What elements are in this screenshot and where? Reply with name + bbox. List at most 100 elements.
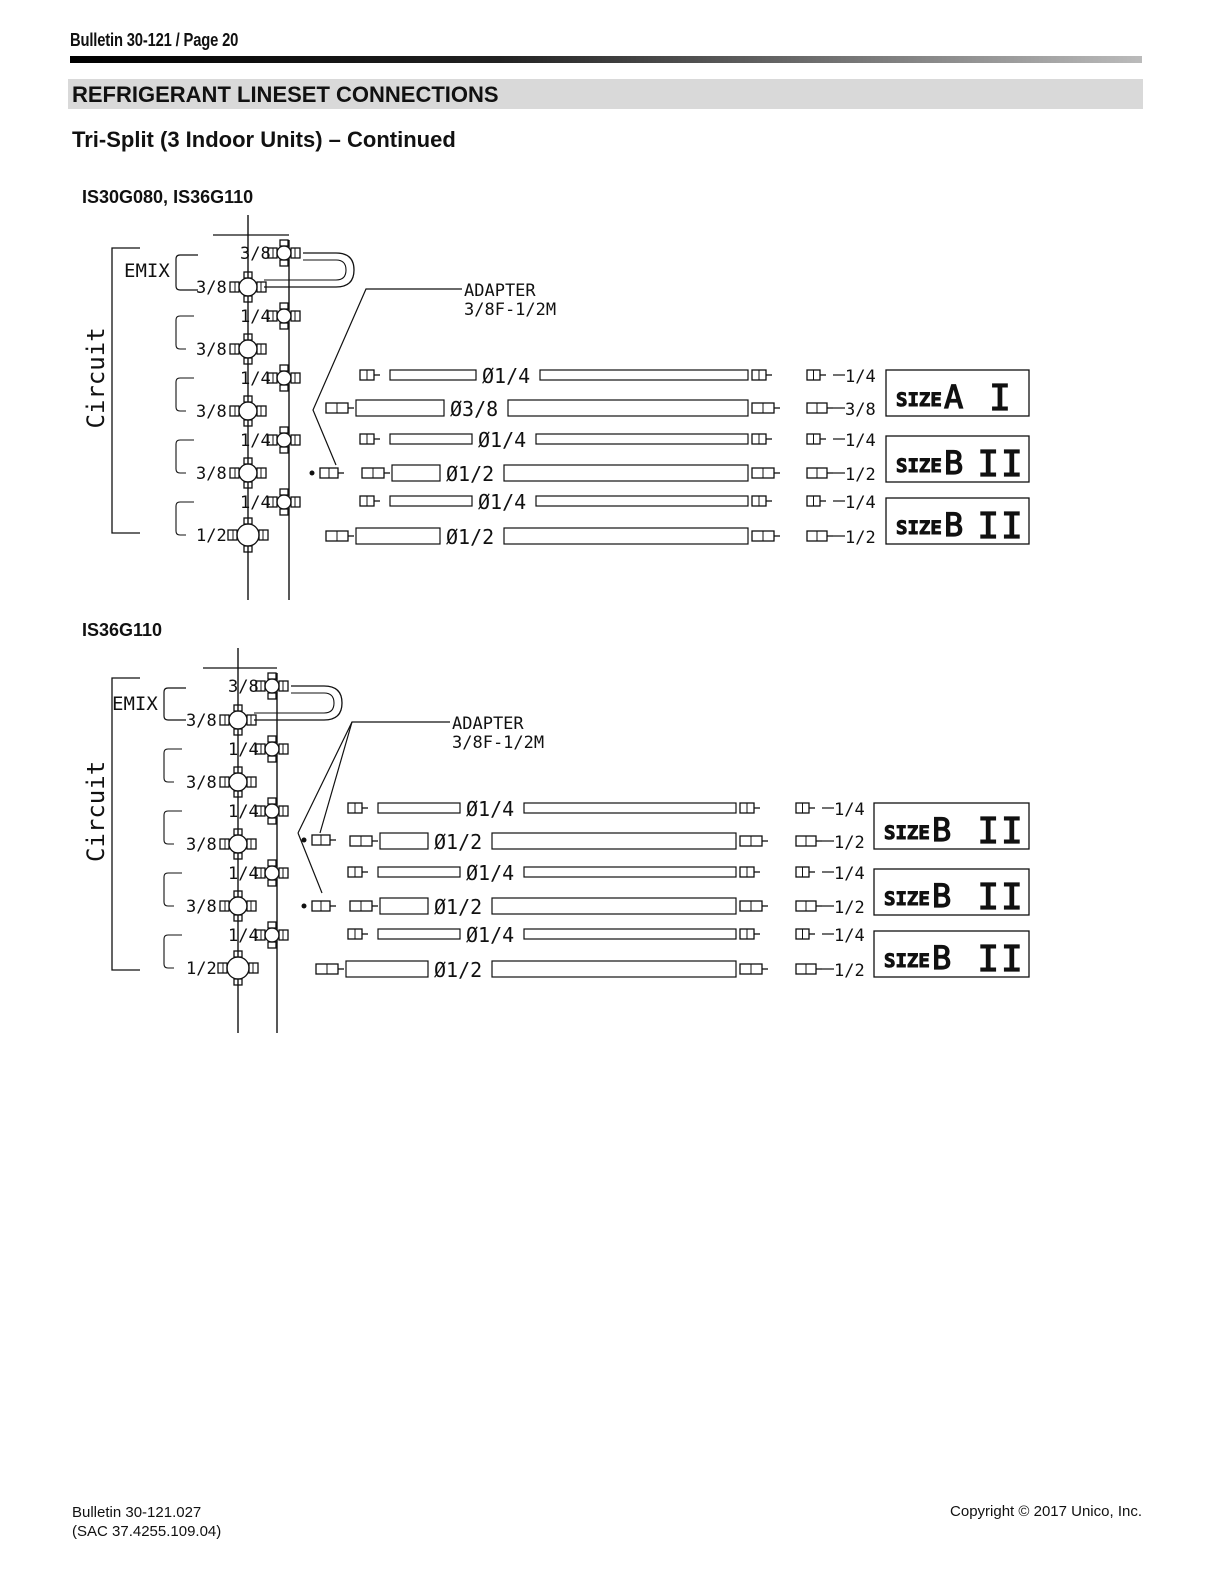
d1-line-pipe-a-5: [389, 495, 473, 507]
d2-unit-end-label-6: 1/2: [834, 961, 865, 981]
d2-line-start-fitting-1: [347, 802, 368, 814]
d2-line-diameter-6: Ø1/2: [434, 958, 482, 982]
d2-unit-box-3: [873, 930, 1030, 978]
d1-line-start-fitting-2: [325, 402, 354, 414]
d1-unit-end-label-2: 3/8: [845, 400, 876, 420]
d1-unit-roman-3: II: [977, 506, 1024, 547]
subtitle: Tri-Split (3 Indoor Units) – Continued: [72, 127, 456, 152]
d2-unit-roman-3: II: [977, 939, 1024, 980]
d1-line-diameter-6: Ø1/2: [446, 525, 494, 549]
d2-line-diameter-3: Ø1/4: [466, 861, 514, 885]
d1-port-valve-2: [229, 271, 267, 303]
d2-line-pipe-a-2: [379, 832, 429, 850]
d2-line-end-fitting-5: [739, 928, 760, 940]
d2-port-valve-7: [255, 859, 289, 887]
d1-port-valve-4: [229, 333, 267, 365]
d2-circuit-group-bracket-2: [163, 810, 182, 845]
d2-line-end-fitting-1: [739, 802, 760, 814]
model-label-2: IS36G110: [82, 620, 163, 640]
d1-adapter-fitting-1: [319, 467, 344, 479]
d1-port-label-10: 1/2: [196, 526, 227, 546]
d2-port-label-5: 1/4: [228, 802, 259, 822]
d1-unit-roman-2: II: [977, 444, 1024, 485]
d1-line-start-fitting-1: [359, 369, 380, 381]
d1-line-pipe-b-3: [535, 433, 749, 445]
d1-line-start-fitting-3: [359, 433, 380, 445]
d1-line-pipe-a-1: [389, 369, 477, 381]
d2-line-pipe-a-1: [377, 802, 461, 814]
d2-unit-box-2: [873, 868, 1030, 916]
d2-emix-loop: [254, 685, 343, 721]
d1-port-valve-3: [267, 302, 301, 330]
d2-line-pipe-b-2: [491, 832, 737, 850]
d1-line-end-fitting-4: [751, 467, 780, 479]
model-label-1: IS30G080, IS36G110: [82, 187, 254, 207]
d2-adapter-leader-1: [297, 721, 450, 834]
d2-line-diameter-2: Ø1/2: [434, 830, 482, 854]
d2-port-valve-2: [219, 704, 257, 736]
d1-emix-loop: [264, 252, 355, 288]
d2-unit-roman-2: II: [977, 877, 1024, 918]
d2-circuit-group-bracket-4: [163, 934, 182, 969]
d1-emix-label: EMIX: [124, 260, 170, 282]
d1-port-label-2: 3/8: [196, 278, 227, 298]
d2-unit-size-word-1: SIZE: [884, 822, 930, 844]
d1-adapter-leader-1: [312, 288, 462, 466]
d2-unit-end-label-5: 1/4: [834, 926, 865, 946]
d2-port-valve-5: [255, 797, 289, 825]
d2-emix-loop-inner: [254, 692, 335, 714]
section-title: REFRIGERANT LINESET CONNECTIONS: [72, 82, 499, 107]
d1-line-start-fitting-6: [325, 530, 354, 542]
d1-unit-fitting-3: [806, 433, 826, 445]
d1-line-pipe-a-4: [391, 464, 441, 482]
d2-line-pipe-b-1: [523, 802, 737, 814]
d1-adapter-spec: 3/8F-1/2M: [464, 300, 556, 320]
d2-emix-bracket: [163, 687, 186, 721]
d1-port-label-7: 1/4: [240, 431, 271, 451]
d2-line-pipe-a-5: [377, 928, 461, 940]
d2-unit-end-label-2: 1/2: [834, 833, 865, 853]
d2-circuit-label: Circuit: [82, 761, 110, 862]
d2-port-valve-3: [255, 735, 289, 763]
d2-unit-fitting-6: [795, 963, 822, 975]
d2-unit-end-label-1: 1/4: [834, 800, 865, 820]
d2-unit-fitting-3: [795, 866, 815, 878]
d2-unit-roman-1: II: [977, 811, 1024, 852]
d1-line-diameter-3: Ø1/4: [478, 428, 526, 452]
d2-adapter-fitting-1: [311, 834, 336, 846]
d2-emix-label: EMIX: [112, 693, 158, 715]
d1-unit-roman-1: I: [989, 378, 1013, 419]
d2-unit-fitting-5: [795, 928, 815, 940]
d2-adapter-dot-2: [301, 903, 307, 909]
d1-line-end-fitting-3: [751, 433, 772, 445]
d1-line-end-fitting-2: [751, 402, 780, 414]
d2-line-pipe-b-4: [491, 897, 737, 915]
d2-unit-fitting-2: [795, 835, 822, 847]
d1-unit-size-word-2: SIZE: [896, 455, 942, 477]
d2-circuit-bracket: [111, 677, 140, 971]
d2-port-valve-10: [217, 950, 259, 986]
d1-emix-loop-inner: [264, 259, 347, 281]
d2-line-pipe-b-5: [523, 928, 737, 940]
d1-port-label-8: 3/8: [196, 464, 227, 484]
d2-line-pipe-a-3: [377, 866, 461, 878]
d2-port-valve-9: [255, 921, 289, 949]
lineset-diagram-2: CircuitEMIX3/83/81/43/81/43/81/43/81/41/…: [82, 648, 1030, 1033]
d2-line-start-fitting-6: [315, 963, 344, 975]
d2-port-label-8: 3/8: [186, 897, 217, 917]
d1-line-end-fitting-1: [751, 369, 772, 381]
d1-circuit-group-bracket-2: [175, 377, 194, 412]
d2-line-pipe-b-6: [491, 960, 737, 978]
d2-port-valve-8: [219, 890, 257, 922]
d2-line-start-fitting-5: [347, 928, 368, 940]
d1-line-pipe-a-3: [389, 433, 473, 445]
d2-unit-fitting-4: [795, 900, 822, 912]
d2-adapter-label: ADAPTER: [452, 714, 524, 734]
d1-line-diameter-5: Ø1/4: [478, 490, 526, 514]
header-rule: [70, 56, 1142, 63]
d1-line-pipe-b-5: [535, 495, 749, 507]
d2-port-valve-6: [219, 828, 257, 860]
d2-port-label-9: 1/4: [228, 926, 259, 946]
d1-circuit-bracket: [111, 247, 140, 534]
d1-line-start-fitting-5: [359, 495, 380, 507]
